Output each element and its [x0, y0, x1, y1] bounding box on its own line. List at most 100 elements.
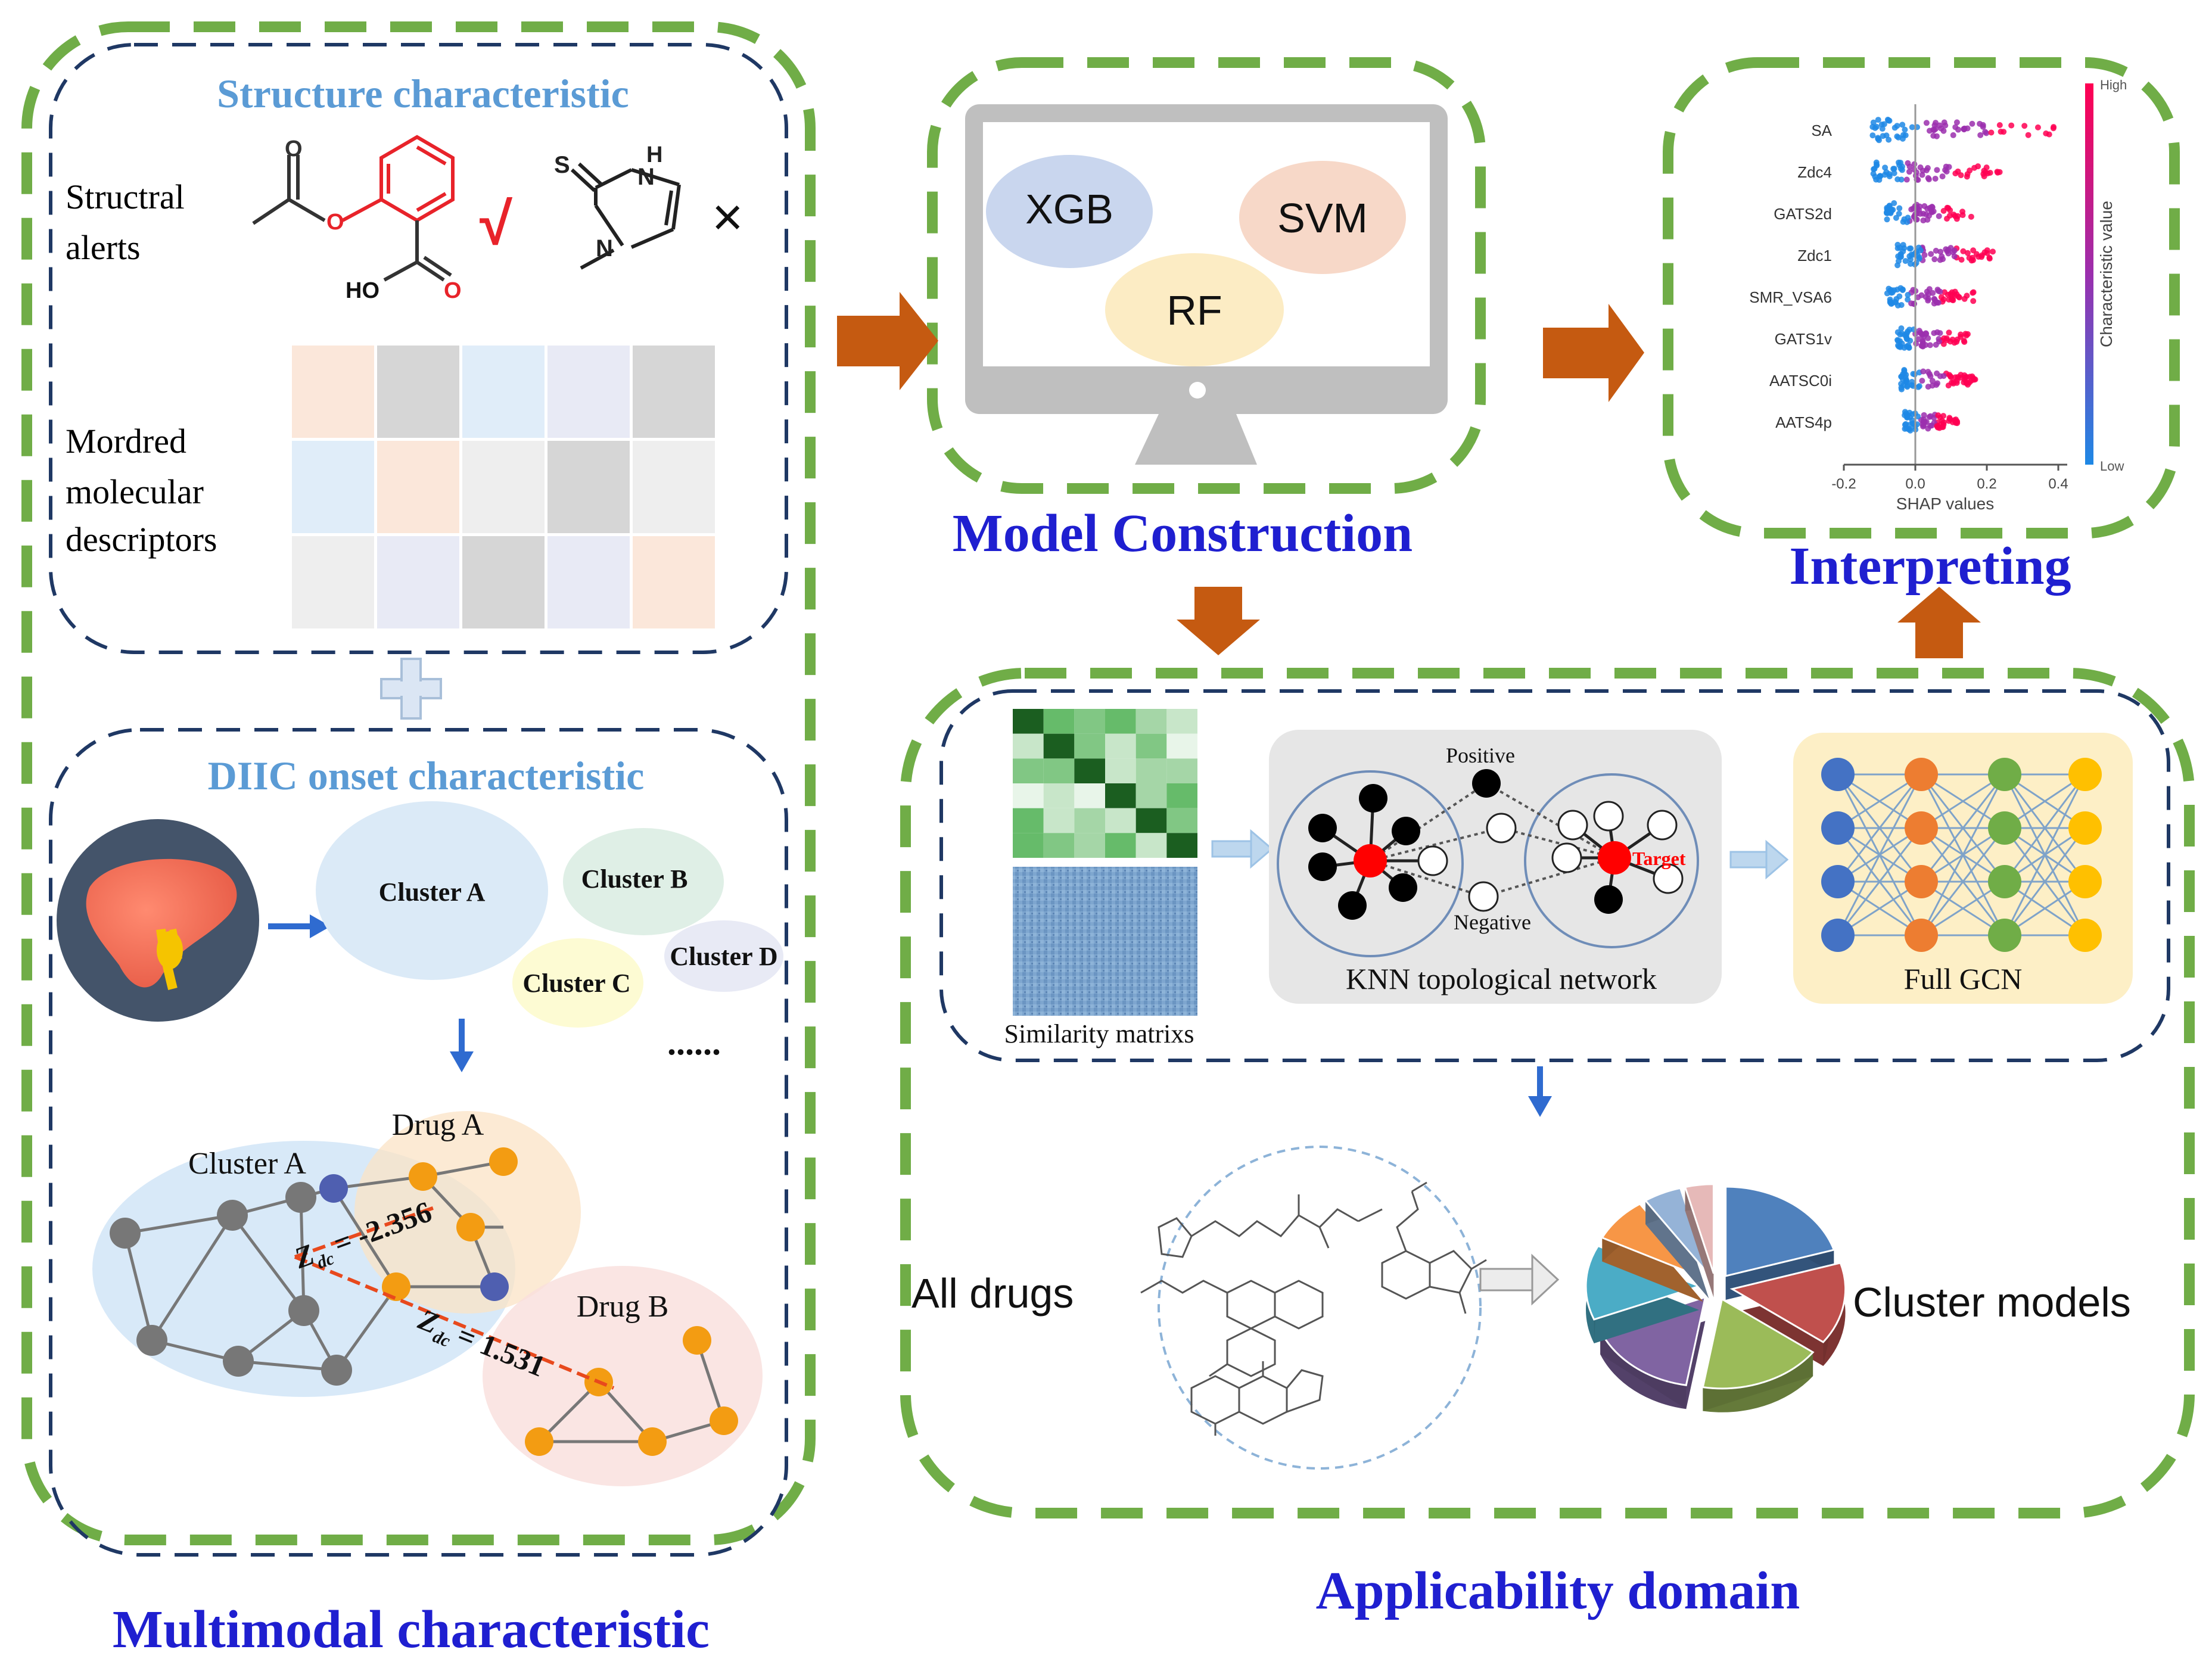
shap-point — [1906, 169, 1912, 175]
shap-point — [1951, 247, 1958, 254]
multimodal-title: Multimodal characteristic — [113, 1600, 710, 1659]
shap-point — [1995, 169, 2001, 176]
shap-point — [1961, 338, 1968, 345]
shap-point — [1937, 288, 1943, 295]
similarity-cell — [1043, 808, 1075, 833]
shap-point — [1975, 163, 1981, 170]
descriptor-cell — [377, 441, 459, 533]
alerts-label-2: alerts — [66, 228, 141, 267]
shap-point — [1869, 132, 1876, 139]
shap-point — [1902, 126, 1908, 133]
gcn-node — [2068, 758, 2102, 791]
shap-tick-label: 0.0 — [1905, 476, 1925, 492]
shap-point — [1898, 384, 1905, 391]
similarity-cell — [1074, 758, 1105, 783]
shap-point — [1929, 378, 1936, 384]
colorbar-label: Characteristic value — [2097, 201, 2115, 347]
shap-point — [2050, 125, 2057, 132]
shap-point — [1969, 120, 1975, 127]
shap-point — [1927, 413, 1934, 419]
atom-s: S — [554, 152, 570, 178]
drug-b-label: Drug B — [577, 1290, 669, 1324]
similarity-label: Similarity matrixs — [1004, 1019, 1194, 1048]
shap-point — [1899, 330, 1905, 337]
similarity-cell — [1105, 758, 1136, 783]
similarity-cell — [1166, 733, 1197, 759]
descriptor-cell — [377, 536, 459, 628]
shap-point — [1925, 425, 1931, 432]
gcn-edge — [1837, 774, 1922, 882]
shap-point — [1870, 119, 1877, 126]
drug-nodes — [382, 1147, 738, 1456]
shap-point — [1898, 325, 1905, 332]
shap-point — [1884, 216, 1890, 223]
shap-point — [1894, 176, 1901, 183]
distance-lines — [294, 1205, 615, 1390]
shap-point — [1966, 379, 1973, 386]
shap-point — [1913, 169, 1919, 176]
shap-point — [1987, 169, 1993, 176]
atom-o-ester: O — [326, 210, 344, 235]
shap-point — [1988, 129, 1995, 136]
cluster-a-label: Cluster A — [379, 877, 486, 907]
interpreting-panel — [1663, 57, 2180, 539]
cluster-d-label: Cluster D — [670, 942, 777, 971]
descriptor-cell — [292, 441, 374, 533]
shap-point — [1889, 289, 1896, 295]
gcn-node — [2068, 919, 2102, 952]
descriptor-cell — [462, 536, 545, 628]
similarity-cell — [1043, 783, 1075, 808]
shap-point — [1894, 133, 1900, 139]
shap-point — [1903, 421, 1909, 427]
shap-feature-label: AATSC0i — [1769, 372, 1832, 390]
shap-point — [1892, 298, 1899, 305]
shap-point — [1872, 173, 1878, 180]
shap-point — [1970, 375, 1977, 381]
svm-bubble — [1239, 161, 1406, 274]
similarity-cell — [1043, 833, 1075, 858]
similarity-matrix — [1013, 709, 1197, 858]
svm-label: SVM — [1277, 195, 1368, 241]
shap-point — [1905, 296, 1911, 303]
shap-point — [1952, 124, 1959, 130]
similarity-cell — [1013, 709, 1044, 734]
similarity-cell — [1135, 758, 1167, 783]
similarity-cell — [1166, 833, 1197, 858]
cluster-b-label: Cluster B — [581, 864, 688, 894]
descriptor-cell — [462, 441, 545, 533]
mordred-label-2: molecular — [66, 472, 204, 511]
shap-point — [1938, 125, 1945, 132]
gcn-node — [1821, 865, 1855, 898]
shap-point — [1936, 213, 1942, 219]
model-construction-panel — [927, 57, 1486, 494]
descriptor-cell — [547, 536, 630, 628]
gcn-edge — [2003, 827, 2086, 936]
shap-point — [1884, 290, 1890, 297]
drug-molecules — [1140, 1181, 1487, 1436]
similarity-cell — [1105, 709, 1136, 734]
similarity-cell — [1166, 783, 1197, 808]
atom-ho: HO — [346, 278, 379, 303]
cluster-ellipsis: ...... — [667, 1023, 721, 1062]
similarity-cell — [1013, 733, 1044, 759]
shap-tick-label: 0.2 — [1977, 476, 1996, 492]
shap-point — [1986, 256, 1993, 262]
gcn-node — [1905, 811, 1938, 845]
arrow-to-interpreting — [1543, 304, 1644, 402]
shap-point — [1939, 173, 1946, 180]
shap-feature-label: Zdc4 — [1797, 163, 1832, 181]
shap-point — [1957, 374, 1964, 381]
similarity-cell — [1043, 758, 1075, 783]
shap-point — [1977, 132, 1984, 138]
gcn-edge — [1920, 774, 2006, 936]
shap-point — [1962, 374, 1968, 381]
similarity-cell — [1013, 808, 1044, 833]
shap-point — [1905, 426, 1912, 432]
similarity-cell — [1074, 833, 1105, 858]
similarity-cell — [1166, 709, 1197, 734]
xgb-label: XGB — [1025, 186, 1113, 232]
shap-point — [1964, 292, 1970, 299]
descriptor-cell — [633, 441, 715, 533]
shap-point — [1896, 244, 1903, 251]
shap-point — [1955, 213, 1961, 219]
